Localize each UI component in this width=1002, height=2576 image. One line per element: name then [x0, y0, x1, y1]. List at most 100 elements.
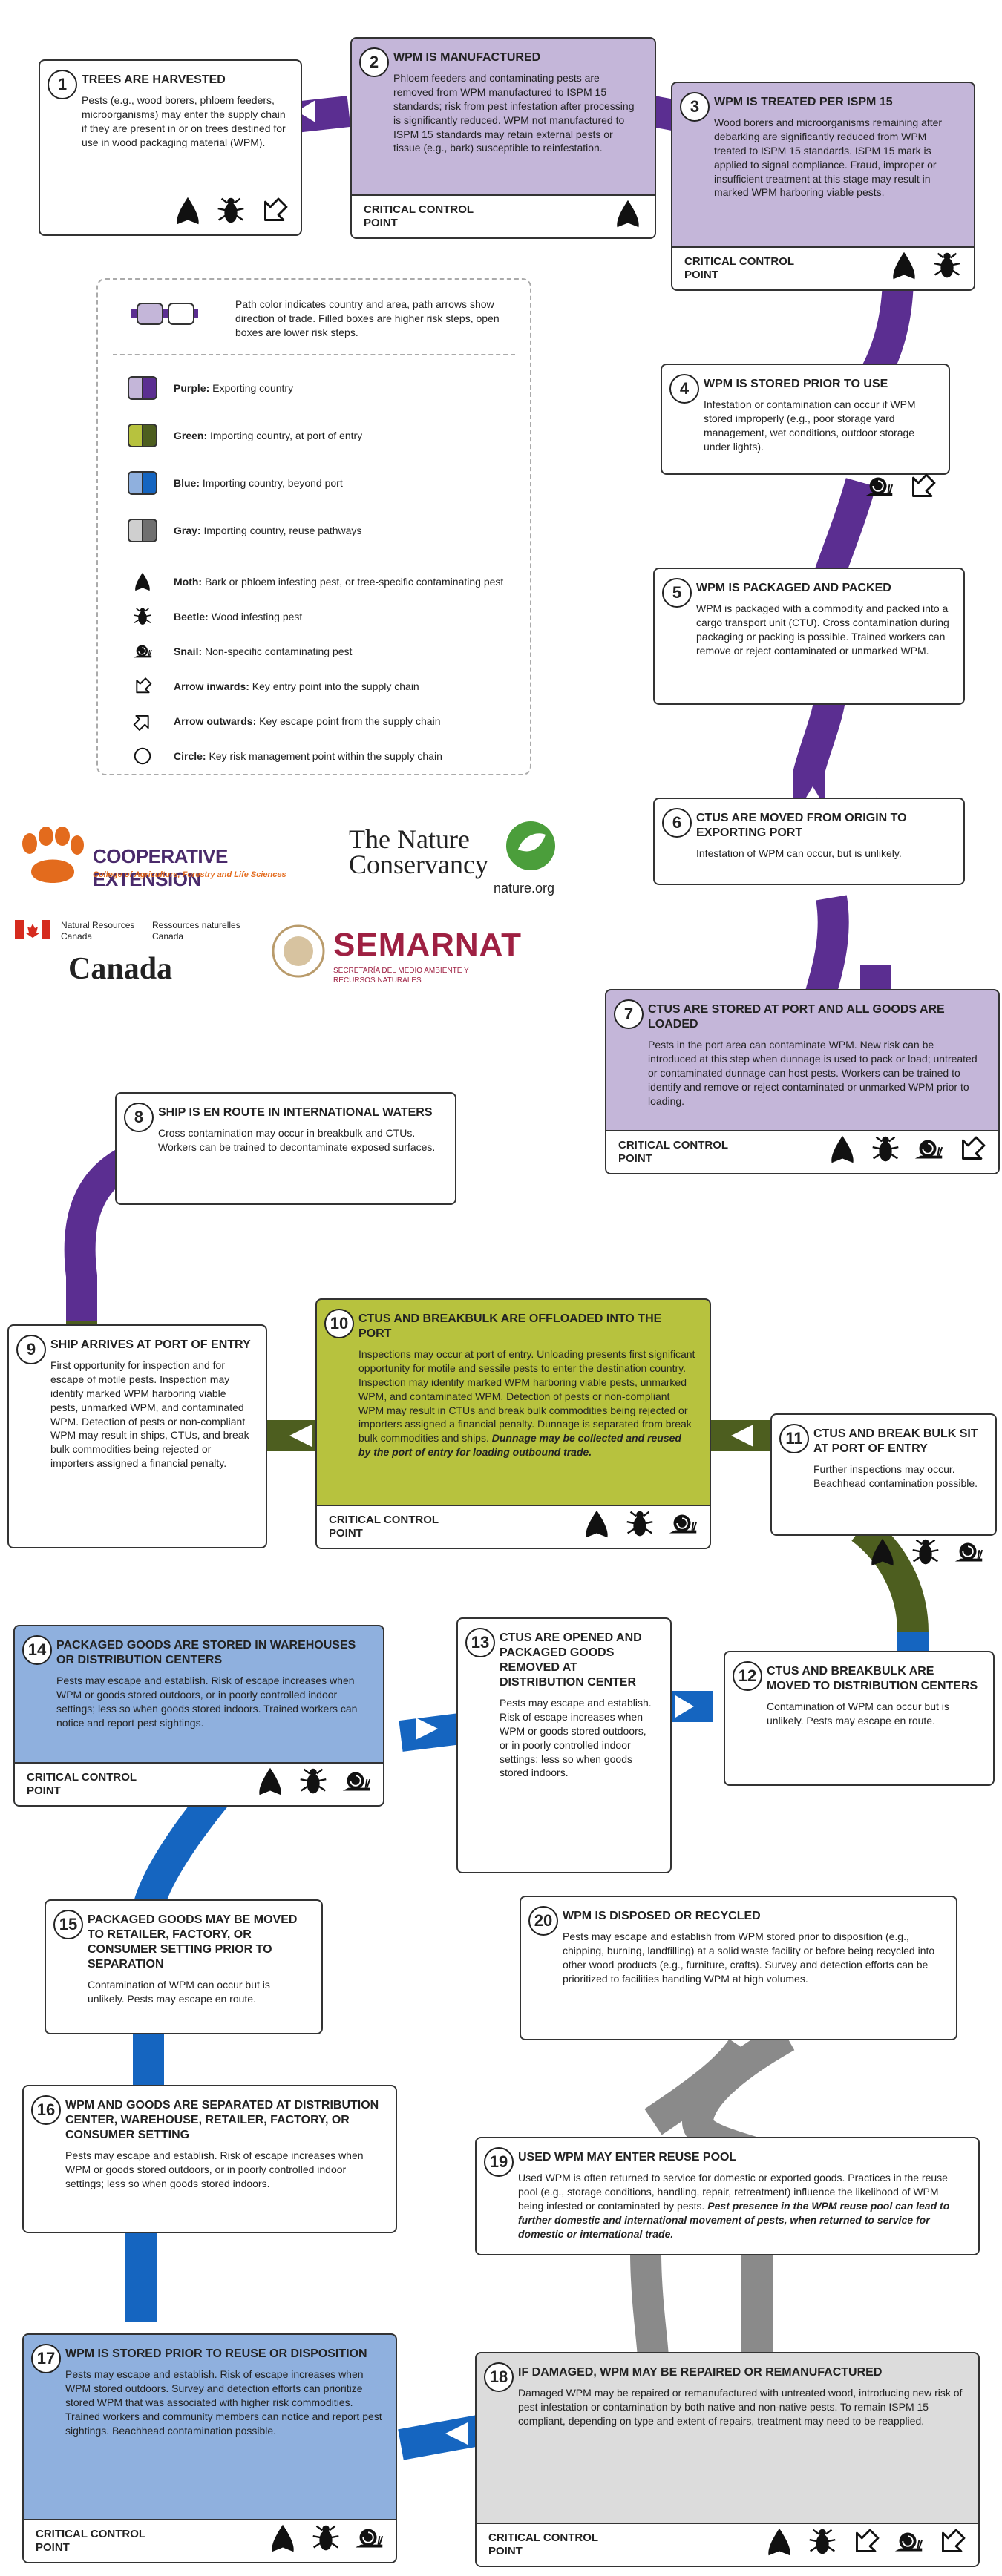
step-text: Pests may escape and establish from WPM … — [563, 1931, 935, 1985]
step-number: 13 — [465, 1628, 495, 1657]
step-14: 14 PACKAGED GOODS ARE STORED IN WAREHOUS… — [13, 1625, 384, 1807]
legend-label: Blue: Importing country, beyond port — [174, 477, 343, 489]
canada-flag-icon — [15, 920, 50, 939]
step-4: 4 WPM IS STORED PRIOR TO USE Infestation… — [661, 364, 950, 497]
beetle-icon — [128, 604, 157, 629]
arrow-in-icon — [255, 191, 293, 230]
step-1: 1 TREES ARE HARVESTED Pests (e.g., wood … — [39, 59, 302, 236]
step-5: 5 WPM IS PACKAGED AND PACKED WPM is pack… — [653, 568, 965, 705]
step-number: 10 — [324, 1309, 354, 1338]
legend-label: Arrow outwards: Key escape point from th… — [174, 715, 441, 727]
step-text: Infestation of WPM can occur, but is unl… — [696, 847, 902, 859]
step-text: Cross contamination may occur in breakbu… — [158, 1127, 436, 1153]
step-7: 7 CTUs ARE STORED AT PORT AND ALL GOODS … — [605, 989, 1000, 1174]
moth-icon — [760, 2523, 799, 2561]
step-text: Contamination of WPM can occur but is un… — [767, 1701, 949, 1726]
leaf-icon — [506, 821, 555, 870]
step-9: 9 SHIP ARRIVES AT PORT OF ENTRY First op… — [7, 1324, 267, 1548]
step-text: Damaged WPM may be repaired or remanufac… — [518, 2387, 963, 2427]
snail-icon — [909, 1130, 948, 1169]
moth-icon — [263, 2519, 302, 2557]
beetle-icon — [928, 246, 966, 285]
legend-divider — [113, 354, 515, 355]
semarnat-title: SEMARNAT — [333, 927, 523, 963]
step-title: WPM IS STORED PRIOR TO REUSE OR DISPOSIT… — [65, 2347, 367, 2360]
legend-label: Moth: Bark or phloem infesting pest, or … — [174, 576, 504, 588]
tnc-line2: Conservancy — [349, 850, 488, 879]
step-number: 18 — [484, 2362, 514, 2392]
step-title: WPM IS MANUFACTURED — [393, 51, 541, 64]
step-text: First opportunity for inspection and for… — [50, 1359, 249, 1470]
step-icons — [863, 1533, 988, 1571]
step-text: Infestation or contamination can occur i… — [704, 398, 916, 453]
step-number: 11 — [779, 1424, 809, 1453]
critical-control-point: CRITICAL CONTROL POINT — [672, 246, 974, 289]
path-gray — [630, 2023, 798, 2360]
step-2: 2 WPM IS MANUFACTURED Phloem feeders and… — [350, 37, 656, 239]
canada-wordmark: Canada — [68, 952, 173, 986]
step-number: 9 — [16, 1335, 46, 1364]
step-title: CTUs AND BREAK BULK SIT AT PORT OF ENTRY — [813, 1427, 978, 1455]
step-number: 17 — [31, 2344, 61, 2373]
step-number: 8 — [124, 1103, 154, 1132]
moth-icon — [577, 1505, 616, 1543]
beetle-icon — [212, 191, 250, 230]
step-number: 6 — [662, 808, 692, 838]
legend-color-row: Blue: Importing country, beyond port — [128, 471, 343, 495]
step-text: Used WPM is often returned to service fo… — [518, 2172, 950, 2240]
step-icons — [168, 191, 293, 230]
color-swatch — [128, 424, 157, 447]
step-title: PACKAGED GOODS MAY BE MOVED TO RETAILER,… — [88, 1913, 298, 1971]
step-19: 19 USED WPM MAY ENTER REUSE POOL Used WP… — [475, 2137, 980, 2255]
coop-subtitle: College of Agriculture, Forestry and Lif… — [93, 870, 286, 879]
legend-color-row: Purple: Exporting country — [128, 376, 293, 400]
step-20: 20 WPM IS DISPOSED OR RECYCLED Pests may… — [520, 1896, 957, 2040]
step-number: 12 — [733, 1661, 762, 1691]
step-number: 20 — [528, 1906, 558, 1936]
step-text: Inspections may occur at port of entry. … — [358, 1348, 695, 1459]
legend-path-swatch — [131, 299, 198, 329]
step-number: 7 — [614, 999, 644, 1029]
step-text: Phloem feeders and contaminating pests a… — [393, 72, 635, 154]
step-text: Further inspections may occur. Beachhead… — [813, 1463, 978, 1489]
step-text: Pests may escape and establish. Risk of … — [65, 2368, 382, 2437]
beetle-icon — [620, 1505, 659, 1543]
beetle-icon — [906, 1533, 945, 1571]
snail-icon — [889, 2523, 928, 2561]
semarnat-logo: SEMARNAT SECRETARÍA DEL MEDIO AMBIENTE Y… — [271, 924, 583, 990]
moth-icon — [128, 569, 157, 594]
step-text: Pests in the port area can contaminate W… — [648, 1039, 978, 1107]
arrow-in-icon — [952, 1130, 991, 1169]
coop-title: COOPERATIVE EXTENSION — [93, 845, 228, 890]
step-11: 11 CTUs AND BREAK BULK SIT AT PORT OF EN… — [770, 1413, 997, 1566]
legend-symbol-row: Arrow inwards: Key entry point into the … — [128, 674, 514, 699]
color-swatch — [128, 519, 157, 542]
nrcan-fr: Ressources naturelles Canada — [152, 920, 240, 942]
step-10: 10 CTUs AND BREAKBULK ARE OFFLOADED INTO… — [315, 1298, 711, 1549]
step-icons — [859, 467, 941, 506]
legend-label: Beetle: Wood infesting pest — [174, 611, 303, 622]
arrow-in-icon — [128, 674, 157, 699]
snail-icon — [350, 2519, 388, 2557]
legend-label: Green: Importing country, at port of ent… — [174, 430, 363, 441]
snail-icon — [859, 467, 898, 506]
step-number: 5 — [662, 578, 692, 608]
critical-control-point: CRITICAL CONTROL POINT — [477, 2523, 978, 2566]
moth-icon — [251, 1762, 289, 1801]
nrcan-en: Natural Resources Canada — [61, 920, 135, 942]
beetle-icon — [803, 2523, 842, 2561]
moth-icon — [823, 1130, 862, 1169]
legend-label: Circle: Key risk management point within… — [174, 750, 442, 762]
step-6: 6 CTUs ARE MOVED FROM ORIGIN TO EXPORTIN… — [653, 798, 965, 885]
legend-label: Gray: Importing country, reuse pathways — [174, 525, 362, 536]
step-text: Pests (e.g., wood borers, phloem feeders… — [82, 94, 286, 148]
legend-label: Purple: Exporting country — [174, 382, 294, 394]
step-8: 8 SHIP IS EN ROUTE IN INTERNATIONAL WATE… — [115, 1092, 456, 1205]
step-title: TREES ARE HARVESTED — [82, 73, 226, 86]
step-title: WPM IS DISPOSED OR RECYCLED — [563, 1910, 761, 1922]
moth-icon — [863, 1533, 902, 1571]
step-number: 14 — [22, 1635, 52, 1665]
tnc-url: nature.org — [494, 881, 555, 896]
step-number: 15 — [53, 1910, 83, 1939]
legend-label: Snail: Non-specific contaminating pest — [174, 645, 353, 657]
